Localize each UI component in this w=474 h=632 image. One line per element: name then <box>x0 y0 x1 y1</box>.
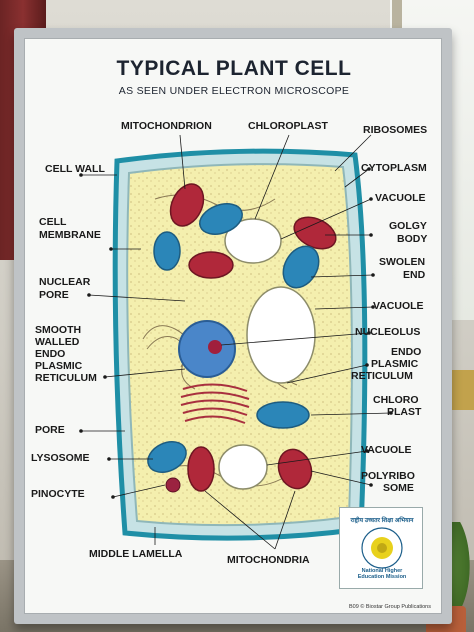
mission-logo-emblem <box>361 527 403 569</box>
mitochondria-group <box>169 183 337 492</box>
label-swolen-1: SWOLEN <box>379 256 426 268</box>
label-nuclear-pore-1: NUCLEAR <box>39 276 91 288</box>
chart-board: TYPICAL PLANT CELL AS SEEN UNDER ELECTRO… <box>14 28 452 624</box>
vacuole-bottom <box>218 444 268 490</box>
label-vacuole-2: VACUOLE <box>373 300 424 312</box>
vacuole-top <box>224 218 282 264</box>
label-endo-2: PLASMIC <box>371 358 419 370</box>
label-pinocyte: PINOCYTE <box>31 488 85 500</box>
label-ribosomes: RIBOSOMES <box>363 124 428 136</box>
label-golgy-2: BODY <box>397 233 428 245</box>
leader-lines <box>81 134 392 550</box>
label-smooth-er-5: RETICULUM <box>35 372 97 384</box>
mission-logo-text: National Higher Education Mission <box>357 568 407 581</box>
label-cell-membrane-1: CELL <box>39 216 67 228</box>
label-lysosome: LYSOSOME <box>31 452 90 464</box>
label-swolen-2: END <box>403 269 426 281</box>
vacuole-large <box>246 286 316 384</box>
label-cell-membrane-2: MEMBRANE <box>39 229 101 241</box>
label-polyribo-2: SOME <box>383 482 414 494</box>
chloroplast-group <box>147 203 320 473</box>
label-chloro-1: CHLORO <box>373 394 419 406</box>
golgi-stack <box>180 383 250 424</box>
label-cytoplasm: CYTOPLASM <box>361 162 427 174</box>
footnote: B09 © Biostar Group Publications <box>348 604 431 610</box>
nucleolus <box>208 340 222 354</box>
label-nuclear-pore-2: PORE <box>39 289 69 301</box>
label-vacuole-1: VACUOLE <box>375 192 426 204</box>
label-endo-3: RETICULUM <box>351 370 413 382</box>
mission-logo: राष्ट्रीय उच्चतर शिक्षा अभियान National … <box>339 507 423 589</box>
label-golgy-1: GOLGY <box>389 220 427 232</box>
plant-cell-diagram <box>79 134 393 550</box>
chart-sheet: TYPICAL PLANT CELL AS SEEN UNDER ELECTRO… <box>24 38 442 614</box>
label-cell-wall: CELL WALL <box>45 163 105 175</box>
mission-logo-hindi-text: राष्ट्रीय उच्चतर शिक्षा अभियान <box>350 518 414 524</box>
nucleus <box>178 320 236 378</box>
label-endo-1: ENDO <box>391 346 422 358</box>
label-smooth-er-4: PLASMIC <box>35 360 83 372</box>
label-vacuole-3: VACUOLE <box>361 444 412 456</box>
label-polyribo-1: POLYRIBO <box>361 470 415 482</box>
label-chloroplast: CHLOROPLAST <box>248 120 328 132</box>
lysosome <box>165 477 181 493</box>
label-nucleolus: NUCLEOLUS <box>355 326 421 338</box>
label-mitochondria: MITOCHONDRIA <box>227 554 310 566</box>
label-smooth-er-3: ENDO <box>35 348 66 360</box>
label-mitochondrion: MITOCHONDRION <box>121 120 212 132</box>
label-smooth-er-2: WALLED <box>35 336 80 348</box>
label-smooth-er-1: SMOOTH <box>35 324 82 336</box>
label-middle-lamella: MIDDLE LAMELLA <box>89 548 183 560</box>
leader-dots <box>79 167 393 499</box>
chart-title: TYPICAL PLANT CELL <box>116 57 352 80</box>
label-chloro-2: PLAST <box>387 406 422 418</box>
chart-subtitle: AS SEEN UNDER ELECTRON MICROSCOPE <box>118 85 350 97</box>
label-pore: PORE <box>35 424 65 436</box>
